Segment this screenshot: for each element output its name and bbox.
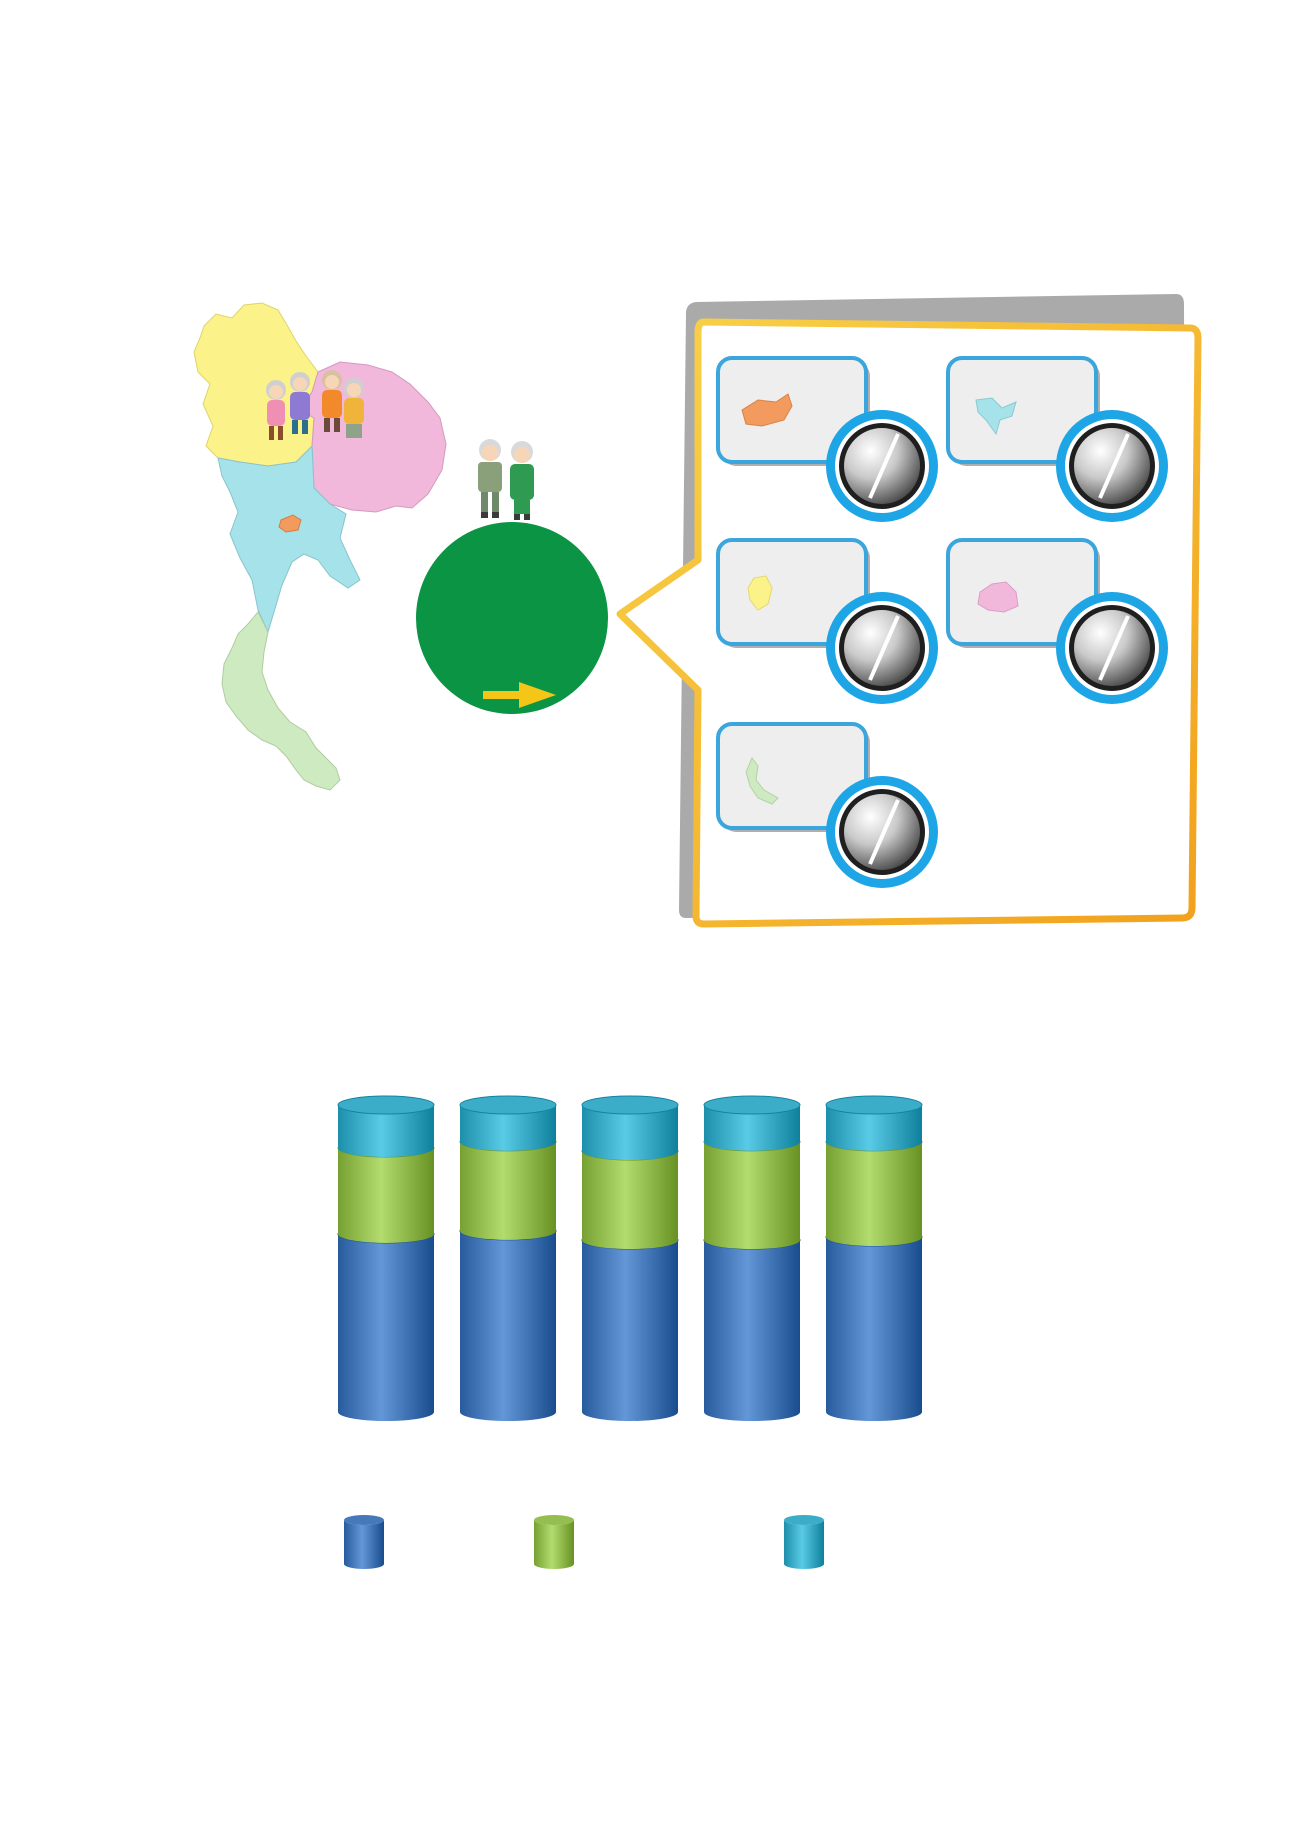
region-card-northeast (946, 538, 1168, 704)
gauge-knob-icon (826, 592, 938, 704)
bar-1-series-2 (337, 1138, 435, 1243)
bar-5-series-2 (825, 1132, 923, 1247)
gauge-knob-icon (826, 776, 938, 888)
green-circle (416, 522, 608, 714)
region-central (217, 444, 361, 634)
region-card-north (716, 538, 938, 704)
elderly-couple-icon (478, 439, 534, 520)
region-central-map-icon (975, 397, 1017, 436)
bar-3-series-2 (581, 1141, 679, 1250)
bar-4-series-3 (703, 1095, 801, 1151)
bar-2-series-1 (459, 1221, 557, 1421)
bar-4-series-1 (703, 1230, 801, 1421)
bar-1-series-1 (337, 1224, 435, 1421)
legend-swatch-series-1 (344, 1515, 384, 1569)
bar-3-series-1 (581, 1230, 679, 1421)
region-card-bangkok (716, 356, 938, 522)
arrow-right-icon (483, 682, 556, 708)
bar-2-series-2 (459, 1132, 557, 1240)
bar-3-series-3 (581, 1095, 679, 1161)
thailand-regions-map-icon (193, 302, 447, 791)
gauge-knob-icon (826, 410, 938, 522)
region-card-south (716, 722, 938, 888)
infographic (193, 294, 1202, 928)
legend-swatch-series-2 (534, 1515, 574, 1569)
gauge-knob-icon (1056, 592, 1168, 704)
chart-legend (344, 1515, 824, 1569)
bar-2-series-3 (459, 1095, 557, 1151)
region-north-map-icon (747, 575, 773, 611)
bar-5-series-1 (825, 1227, 923, 1421)
chart-plot (337, 1095, 923, 1421)
legend-swatch-series-3 (784, 1515, 824, 1569)
region-cards (716, 356, 1168, 888)
bar-1-series-3 (337, 1095, 435, 1157)
elderly-group-icon (266, 370, 364, 440)
region-northeast-map-icon (977, 581, 1019, 613)
region-south (221, 611, 341, 791)
region-bangkok-map-icon (741, 393, 793, 427)
bar-4-series-2 (703, 1132, 801, 1250)
region-card-central (946, 356, 1168, 522)
region-northeast (299, 361, 447, 513)
region-south-map-icon (745, 757, 779, 805)
gauge-knob-icon (1056, 410, 1168, 522)
bar-5-series-3 (825, 1095, 923, 1151)
region-bangkok (278, 514, 302, 533)
